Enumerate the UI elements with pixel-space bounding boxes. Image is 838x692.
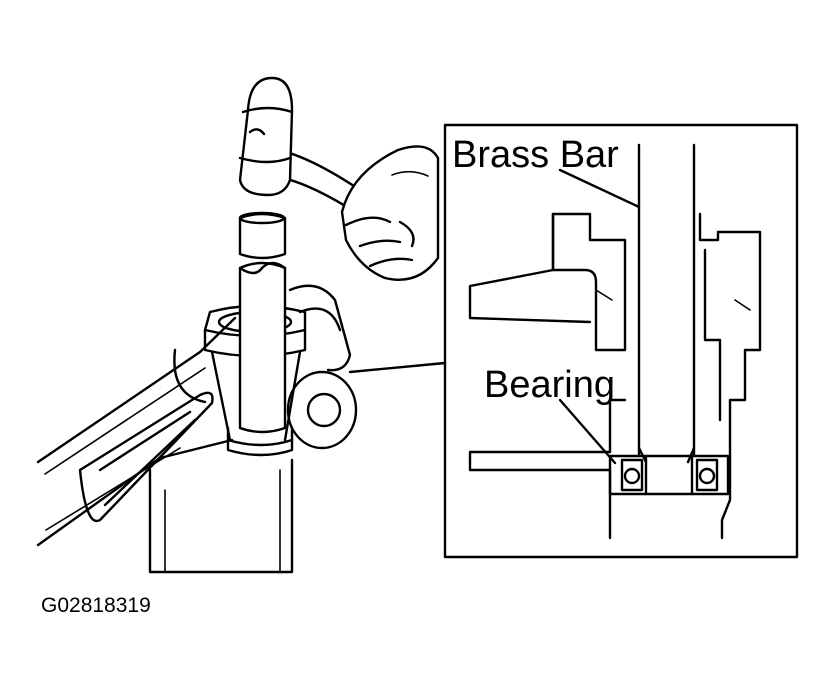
bar-top-piece	[238, 211, 287, 260]
hand	[340, 145, 440, 281]
brass-bar-label: Brass Bar	[452, 134, 619, 176]
brass-bar-leader	[558, 168, 641, 209]
detail-leader	[348, 361, 447, 374]
bearing-label: Bearing	[484, 364, 615, 406]
bearing-leader	[558, 398, 617, 465]
brass-bar-main	[238, 261, 287, 434]
figure-code: G02818319	[41, 594, 151, 617]
hammer	[238, 76, 362, 212]
gear-housing	[36, 284, 358, 574]
detail-inset: Brass Bar Bearing	[443, 123, 799, 559]
